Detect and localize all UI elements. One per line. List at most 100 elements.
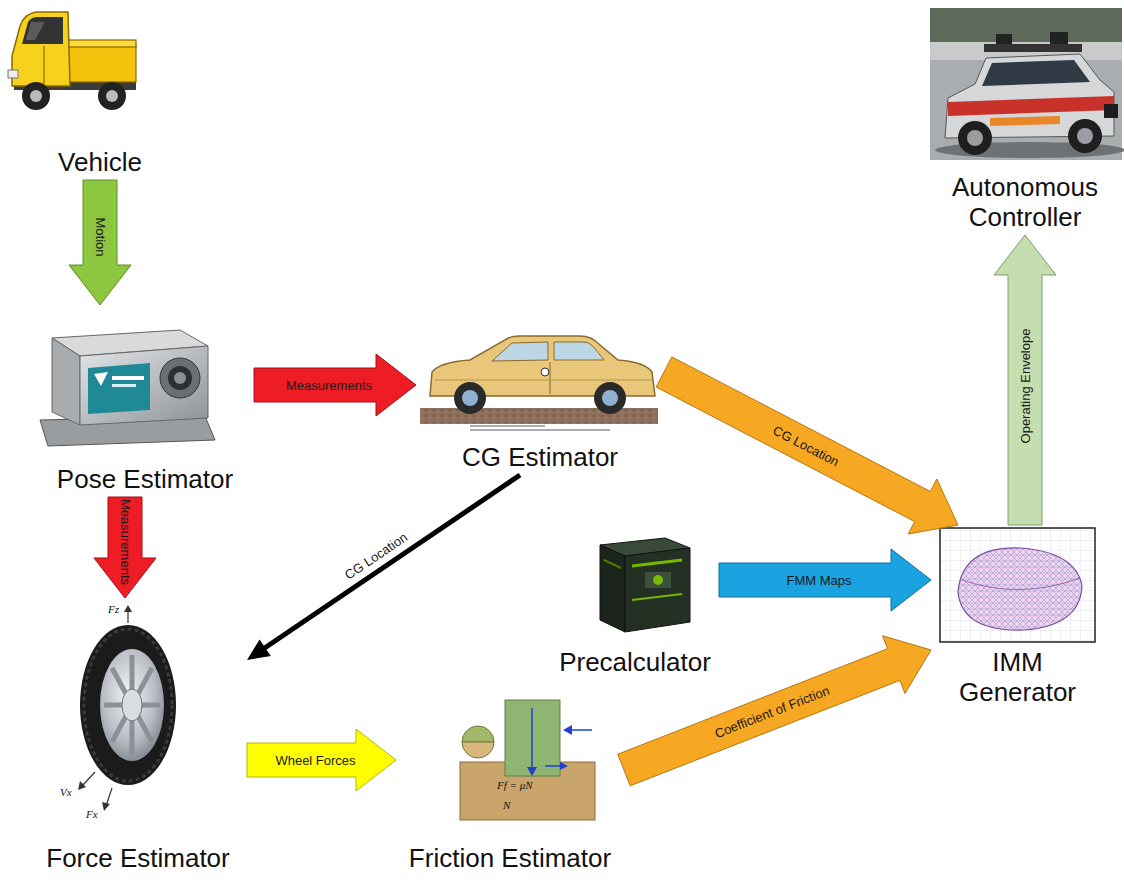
flow-arrow [719,549,931,611]
friction-block-illustration-part [527,767,537,776]
autonomous-suv-photo-part [1068,119,1102,153]
friction-block-illustration-part [531,708,533,770]
compute-tower-illustration-part [632,560,682,566]
envelope-plot-illustration-part [958,548,1082,630]
imu-device-illustration-part [174,372,186,384]
flow-arrow [94,497,156,598]
imu-device-illustration-part [88,363,150,414]
arrow-label: Measurements [286,378,372,393]
tyre-illustration-part [122,689,142,721]
flow-arrow [656,357,958,534]
block-arrow [719,549,931,611]
autonomous-suv-photo-part [1104,104,1118,118]
block-arrow [94,497,156,598]
truck-illustration-part [98,82,126,110]
tyre-illustration-part [100,649,164,761]
imu-device-illustration-part [94,372,108,386]
autonomous-suv-photo-part [930,8,1122,42]
autonomous-suv-photo [930,8,1124,160]
diagram-node: Autonomous Controller [926,8,1124,235]
truck-illustration [8,12,136,110]
imu-device-illustration [40,330,215,446]
truck-illustration-part [22,17,63,44]
autonomous-suv-photo-part [948,96,1114,116]
diagram-node: CG Estimator [416,330,664,475]
sedan-illustration-part [541,368,549,376]
flow-arrow [994,235,1056,525]
compute-tower-illustration-part [632,594,682,600]
flow-arrow [247,729,396,791]
autonomous-suv-photo-part [984,44,1082,52]
tyre-illustration-part [102,802,110,811]
autonomous-suv-photo-part [1050,32,1068,44]
sedan-illustration-part [594,382,626,414]
autonomous-suv-photo-part [990,116,1060,126]
arrow-head [247,639,271,660]
imu-device-illustration-part [112,376,144,380]
autonomous-suv-photo-part [958,121,992,155]
diagram-node: Force Estimator [29,598,247,876]
compute-tower-illustration-part [600,545,625,632]
node-caption: Force Estimator [29,844,247,876]
envelope-plot-illustration [940,528,1095,642]
sedan-illustration-part [462,390,478,406]
arrow-label: FMM Maps [787,573,852,588]
truck-illustration-part [30,90,42,102]
axis-label: Vx [60,786,72,799]
truck-illustration-part [26,22,45,40]
imu-device-illustration-part [52,338,80,425]
tyre-illustration [78,605,176,811]
flow-arrow [69,180,131,305]
block-arrow [247,729,396,791]
friction-block-illustration-part [560,762,568,770]
flow-arrow [254,354,416,416]
compute-tower-illustration [600,538,690,632]
block-arrow [994,235,1056,525]
autonomous-suv-photo-part [1077,128,1093,144]
block-arrow [69,180,131,305]
diagram-node: Vehicle [16,5,184,180]
sedan-illustration-part [434,380,652,381]
tyre-illustration-part [82,772,95,786]
sedan-illustration-part [602,390,618,406]
compute-tower-illustration-part [625,548,690,632]
flow-arrow [247,475,520,660]
friction-block-illustration [460,700,595,820]
truck-illustration-part [66,40,136,47]
truck-illustration-part [8,70,18,78]
truck-illustration-part [12,12,70,86]
sedan-illustration-part [554,342,604,360]
node-caption: CG Estimator [416,443,664,475]
imu-device-illustration-part [80,346,208,425]
axis-label: Fx [86,808,98,821]
block-arrow [254,354,416,416]
arrow-label: Operating Envelope [1018,329,1033,444]
truck-illustration-part [66,46,136,82]
node-caption: Precalculator [551,648,719,680]
node-caption: Friction Estimator [396,844,624,876]
arrow-label: Coefficient of Friction [712,683,831,741]
tyre-illustration-part [84,629,172,781]
diagram-node: Precalculator [551,525,719,680]
axis-label: Fz [108,603,119,616]
tyre-illustration-part [80,625,176,785]
sedan-illustration-part [470,426,545,427]
imu-device-illustration-part [112,384,136,387]
sedan-illustration-part [420,408,658,424]
tyre-illustration-part [78,781,86,790]
sedan-illustration-part [454,382,486,414]
friction-block-illustration-part [570,729,592,731]
sedan-illustration-part [550,362,551,394]
connector-line [264,475,520,649]
friction-block-illustration-part [462,742,494,758]
node-caption: Autonomous Controller [926,173,1124,235]
imu-device-illustration-part [160,358,200,398]
imu-device-illustration-part [168,366,192,390]
compute-tower-illustration-part [645,572,671,588]
axis-label: Ff = μN [497,779,533,792]
axis-label: N [503,799,510,812]
autonomous-suv-photo-part [967,130,983,146]
